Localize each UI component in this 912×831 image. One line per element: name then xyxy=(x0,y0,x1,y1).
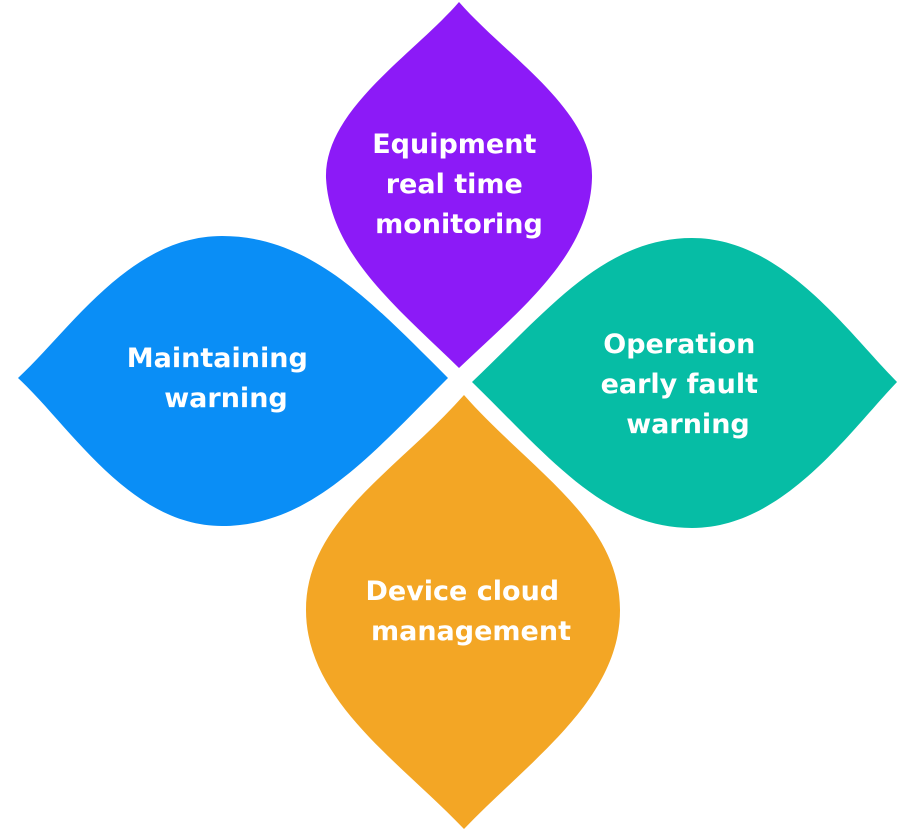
svg-text:Maintaining warning: Maintaining warning xyxy=(127,343,317,414)
petal-bottom-shape xyxy=(306,395,620,829)
petal-left-shape xyxy=(18,236,448,526)
svg-text:Equipment real time: Equipment real time monitoring xyxy=(372,129,546,240)
petal-left-line-2: warning xyxy=(164,383,288,414)
petal-right-line-2: early fault xyxy=(601,369,759,400)
svg-text:Operation early fault: Operation early fault warning xyxy=(601,329,768,440)
petal-top-shape xyxy=(325,2,593,368)
petal-bottom-line-1: Device cloud xyxy=(365,576,559,607)
petal-right-line-3: warning xyxy=(626,409,750,440)
svg-text:Device cloud management: Device cloud management xyxy=(365,576,571,647)
petal-operation-fault-warning: Operation early fault warning xyxy=(472,238,897,528)
petal-device-cloud-management: Device cloud management xyxy=(306,395,620,829)
petal-top-line-1: Equipment xyxy=(372,129,536,160)
petal-maintaining-warning: Maintaining warning xyxy=(18,236,448,526)
petal-left-line-1: Maintaining xyxy=(127,343,308,374)
petal-right-shape xyxy=(472,238,897,528)
petal-top-line-3: monitoring xyxy=(375,209,543,240)
petal-bottom-line-2: management xyxy=(371,616,571,647)
petal-equipment-monitoring: Equipment real time monitoring xyxy=(325,2,593,368)
petal-top-line-2: real time xyxy=(386,169,523,200)
petal-right-line-1: Operation xyxy=(603,329,755,360)
